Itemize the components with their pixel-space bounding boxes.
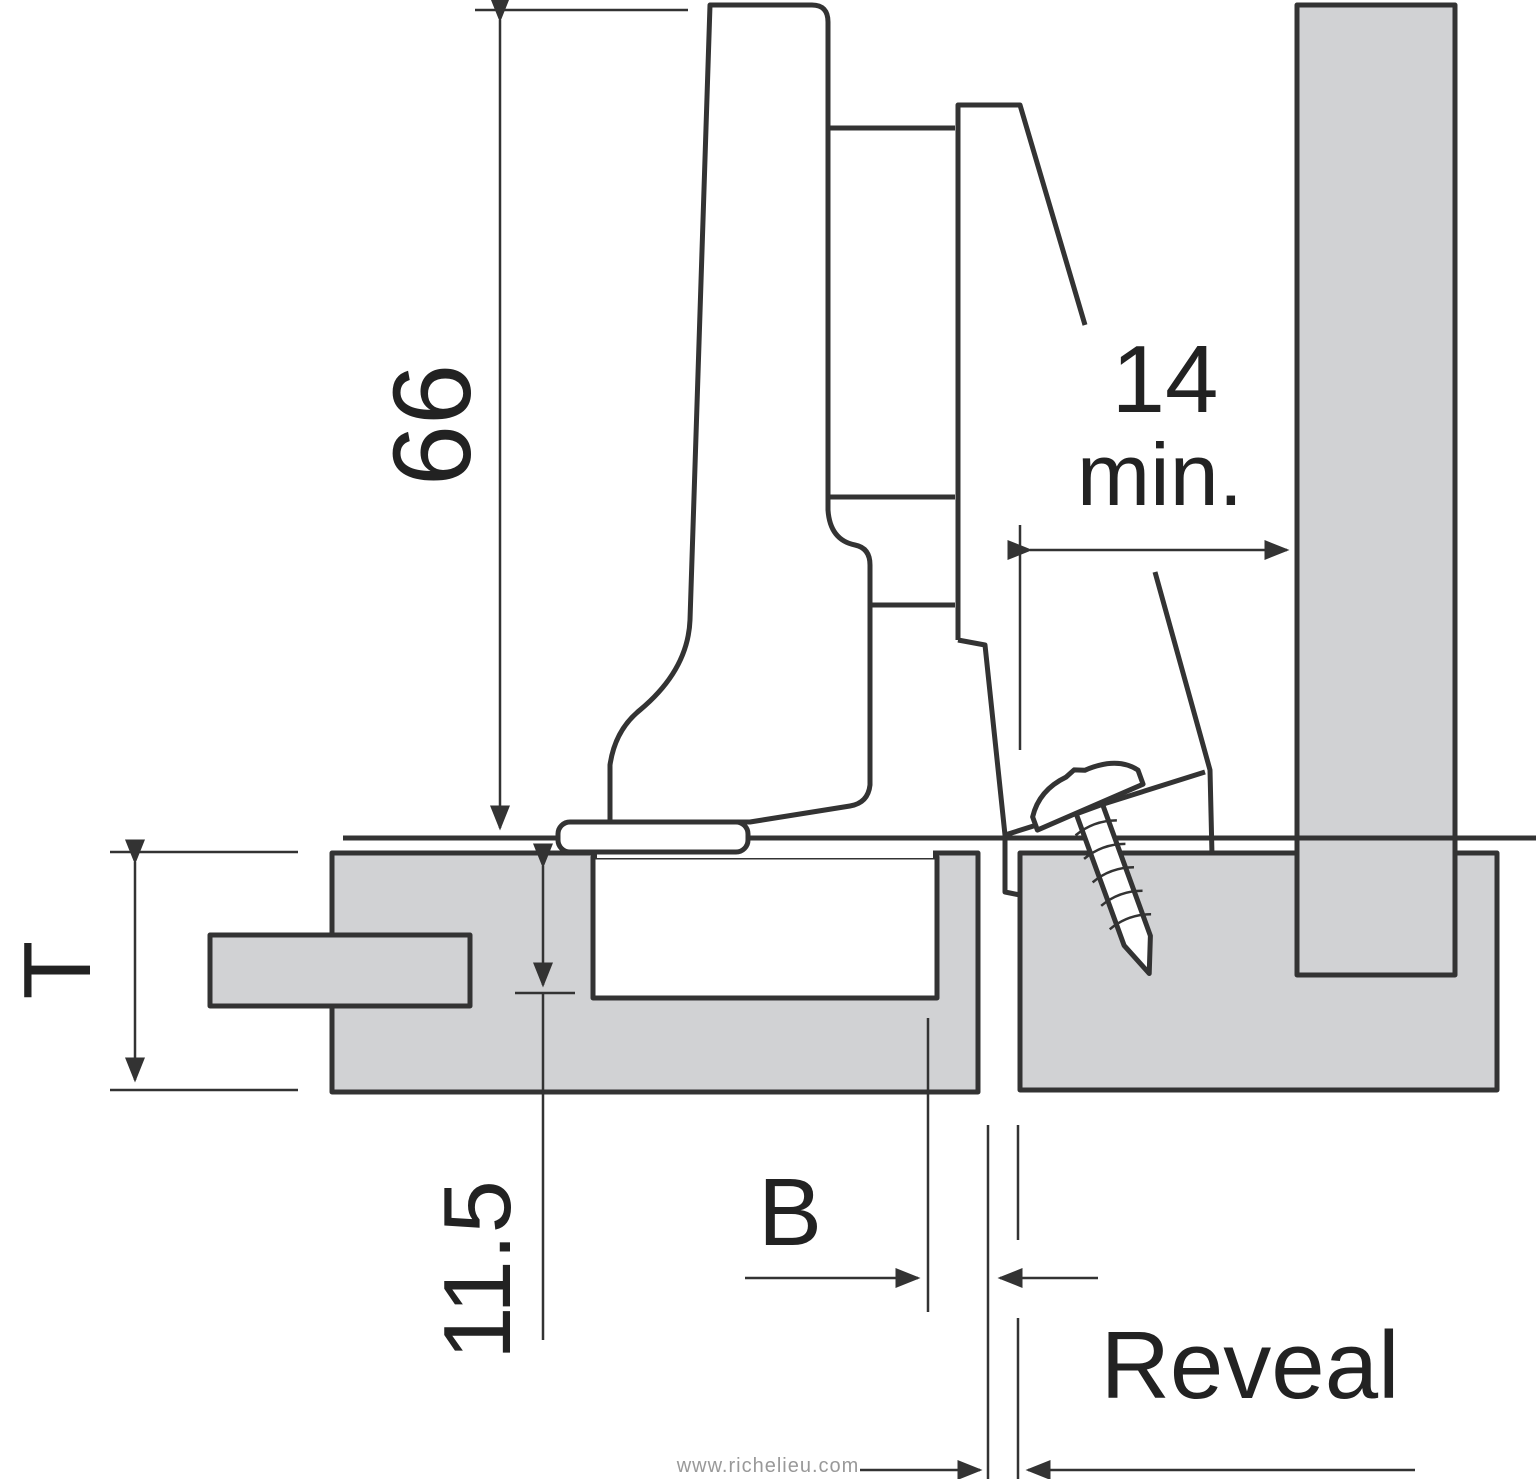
clearance-value: 14 (1112, 326, 1219, 433)
thickness-label: T (4, 941, 111, 1000)
clearance-suffix: min. (1077, 425, 1243, 524)
watermark: www.richelieu.com (676, 1455, 860, 1477)
cabinet-side-wall (1294, 2, 1458, 978)
screw-icon (1030, 760, 1153, 977)
reveal-label: Reveal (1101, 1312, 1400, 1419)
hinge-cup-boss (555, 819, 751, 855)
mounting-plate-right (1152, 571, 1215, 856)
mounting-plate-upper (955, 102, 1088, 640)
boring-distance-label: B (758, 1159, 822, 1266)
shelf-slot (207, 932, 473, 1009)
cup-depth-label: 11.5 (424, 1180, 531, 1360)
hinge-arm (607, 2, 873, 825)
hinge-body-lines (828, 125, 955, 608)
hinge-cup-bore (590, 854, 940, 1001)
dimension-66-label: 66 (371, 364, 494, 486)
